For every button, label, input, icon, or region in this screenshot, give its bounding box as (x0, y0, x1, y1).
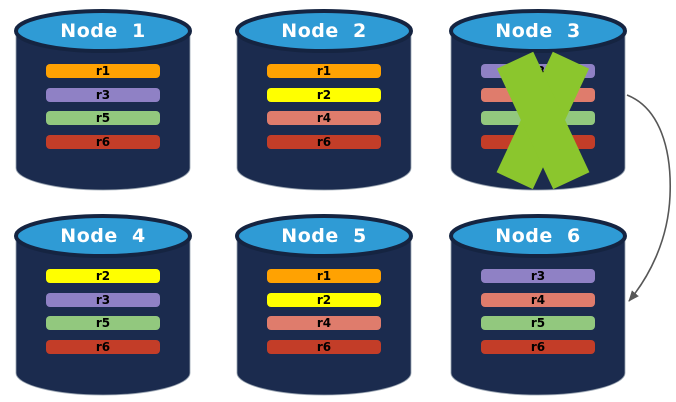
cylinder-top (14, 9, 192, 53)
replica-label: r1 (316, 269, 332, 283)
replica-label: r1 (316, 64, 332, 78)
node-3: Node 3 r3 (448, 6, 628, 197)
replica-bar-r5: r5 (46, 316, 160, 330)
replica-label: r4 (530, 293, 546, 307)
node-2: Node 2 r1 r2 r4 r6 (234, 6, 414, 197)
replica-label: r6 (95, 135, 111, 149)
cylinder-top (235, 214, 413, 258)
replica-bar-r6: r6 (267, 340, 381, 354)
replica-label: r1 (95, 64, 111, 78)
node-3-title: Node 3 (495, 20, 581, 42)
replica-bar-r5: r5 (481, 316, 595, 330)
node-1-title: Node 1 (60, 20, 146, 42)
replica-bar-r4: r4 (267, 316, 381, 330)
node-5-title: Node 5 (281, 225, 367, 247)
replica-bar-r4: r4 (481, 293, 595, 307)
replica-bar-r6: r6 (46, 340, 160, 354)
node-6: Node 6 r3 r4 r5 r6 (448, 211, 628, 402)
replica-bar-r6: r6 (481, 340, 595, 354)
replica-label: r2 (316, 88, 332, 102)
replica-label: r3 (95, 293, 111, 307)
node-2-title: Node 2 (281, 20, 367, 42)
replica-bar-r3: r3 (481, 269, 595, 283)
cylinder-top (449, 9, 627, 53)
replica-bar-r3: r3 (46, 293, 160, 307)
node-5: Node 5 r1 r2 r4 r6 (234, 211, 414, 402)
cylinder-top (449, 214, 627, 258)
cylinder-top (235, 9, 413, 53)
replica-bar-r4: r4 (267, 111, 381, 125)
replica-label: r6 (316, 340, 332, 354)
replica-bar-r1: r1 (267, 269, 381, 283)
failure-cross-icon (496, 51, 590, 190)
node-1: Node 1 r1 r3 r5 r6 (13, 6, 193, 197)
replica-bar-r6: r6 (46, 135, 160, 149)
node-6-title: Node 6 (495, 225, 581, 247)
arrow-curve (626, 94, 672, 302)
replica-label: r3 (530, 269, 546, 283)
node-4-title: Node 4 (60, 225, 146, 247)
replica-label: r6 (316, 135, 332, 149)
replica-label: r6 (95, 340, 111, 354)
replica-label: r5 (95, 316, 111, 330)
node-4: Node 4 r2 r3 r5 r6 (13, 211, 193, 402)
failover-arrow (626, 94, 672, 302)
replica-bar-r1: r1 (267, 64, 381, 78)
replica-label: r4 (316, 111, 332, 125)
replica-bar-r2: r2 (267, 293, 381, 307)
replica-bar-r6: r6 (267, 135, 381, 149)
replica-bar-r1: r1 (46, 64, 160, 78)
replica-label: r2 (95, 269, 111, 283)
replica-bar-r5: r5 (46, 111, 160, 125)
replica-label: r5 (530, 316, 546, 330)
replica-label: r3 (95, 88, 111, 102)
cylinder-top (14, 214, 192, 258)
replica-bar-r3: r3 (46, 88, 160, 102)
replica-label: r4 (316, 316, 332, 330)
replica-label: r5 (95, 111, 111, 125)
replica-bar-r2: r2 (267, 88, 381, 102)
replica-label: r6 (530, 340, 546, 354)
replica-label: r2 (316, 293, 332, 307)
replica-bar-r2: r2 (46, 269, 160, 283)
